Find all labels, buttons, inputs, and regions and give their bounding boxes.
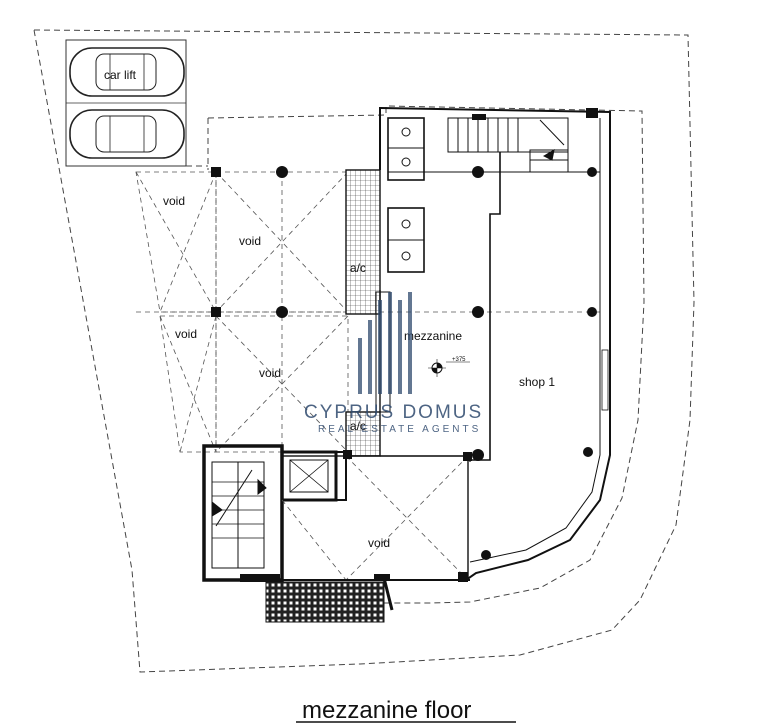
level-mark-text: +375 bbox=[452, 357, 466, 363]
watermark-tagline: REAL ESTATE AGENTS bbox=[318, 424, 481, 435]
entrance-grate bbox=[265, 581, 385, 623]
watermark-brand: CYPRUS DOMUS bbox=[304, 402, 483, 423]
columns bbox=[211, 108, 598, 582]
label-void-1: void bbox=[163, 194, 185, 208]
wc-block bbox=[387, 117, 425, 273]
level-marker-icon bbox=[428, 359, 470, 377]
label-car-lift: car lift bbox=[104, 68, 137, 82]
label-void-4: void bbox=[259, 366, 281, 380]
stair-lift-core bbox=[202, 444, 347, 582]
entrance-step bbox=[382, 577, 394, 611]
label-ac-2: a/c bbox=[350, 419, 366, 433]
label-ac-1: a/c bbox=[350, 261, 366, 275]
watermark-logo: CYPRUS DOMUS REAL ESTATE AGENTS bbox=[304, 292, 483, 435]
top-staircase bbox=[447, 117, 569, 173]
label-void-3: void bbox=[175, 327, 197, 341]
car-lift-area bbox=[65, 39, 208, 167]
car-icon bbox=[69, 47, 185, 97]
label-mezzanine: mezzanine bbox=[404, 329, 462, 343]
car-icon bbox=[69, 109, 185, 159]
building-walls bbox=[379, 106, 611, 581]
label-void-5: void bbox=[368, 536, 390, 550]
label-void-2: void bbox=[239, 234, 261, 248]
label-shop-1: shop 1 bbox=[519, 375, 555, 389]
drawing-title: mezzanine floor bbox=[302, 697, 471, 724]
